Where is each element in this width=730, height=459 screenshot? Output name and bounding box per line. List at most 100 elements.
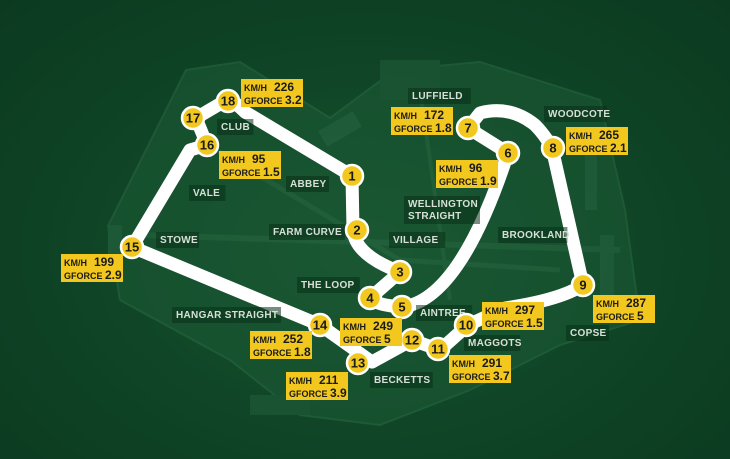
- terrain-block: [318, 111, 362, 147]
- turn-number: 9: [579, 278, 586, 293]
- speed-value: 249: [373, 319, 393, 333]
- label-text: MAGGOTS: [468, 338, 522, 349]
- label-backdrop: [172, 307, 281, 323]
- label-text: COPSE: [570, 328, 607, 339]
- turn-marker-circle: [307, 312, 333, 338]
- turn-marker-6: 6: [495, 140, 521, 166]
- stat-box-bg: [436, 160, 498, 188]
- turn-number: 14: [313, 318, 328, 333]
- label-backdrop: [544, 106, 607, 122]
- gforce-value: 2.1: [610, 141, 627, 155]
- label-text: BROOKLAND: [502, 230, 570, 241]
- label-copse: COPSE: [566, 325, 609, 341]
- turn-number: 4: [366, 291, 374, 306]
- turn-marker-4: 4: [357, 285, 383, 311]
- label-backdrop: [566, 325, 609, 341]
- gforce-label: GFORCE: [289, 389, 328, 399]
- turn-number: 13: [351, 356, 365, 371]
- speed-label: KM/H: [394, 111, 417, 121]
- turn-number: 17: [186, 111, 200, 126]
- turn-marker-17: 17: [180, 105, 206, 131]
- speed-value: 211: [319, 373, 339, 387]
- label-woodcote: WOODCOTE: [544, 106, 610, 122]
- speed-label: KM/H: [485, 306, 508, 316]
- speed-label: KM/H: [343, 322, 366, 332]
- label-village: VILLAGE: [389, 232, 446, 248]
- turn-number: 6: [504, 146, 511, 161]
- turn-number: 10: [459, 318, 473, 333]
- turn-marker-15: 15: [119, 234, 145, 260]
- speed-value: 265: [599, 128, 619, 142]
- speed-label: KM/H: [569, 131, 592, 141]
- gforce-value: 1.5: [263, 165, 280, 179]
- speed-label: KM/H: [596, 299, 619, 309]
- label-text: VILLAGE: [393, 235, 438, 246]
- label-text: LUFFIELD: [412, 91, 463, 102]
- label-text: THE LOOP: [301, 280, 355, 291]
- gforce-value: 3.7: [493, 369, 510, 383]
- turn-marker-circle: [540, 135, 566, 161]
- label-backdrop: [498, 227, 568, 243]
- turn-marker-1: 1: [339, 163, 365, 189]
- gforce-value: 3.9: [330, 386, 347, 400]
- speed-value: 95: [252, 152, 266, 166]
- gforce-label: GFORCE: [343, 335, 382, 345]
- label-luffield: LUFFIELD: [408, 88, 471, 104]
- turn-number: 12: [405, 333, 419, 348]
- gforce-label: GFORCE: [222, 168, 261, 178]
- speed-label: KM/H: [222, 155, 245, 165]
- gforce-value: 3.2: [285, 93, 302, 107]
- turn-number: 1: [348, 169, 355, 184]
- gforce-label: GFORCE: [439, 177, 478, 187]
- turn-marker-3: 3: [387, 259, 413, 285]
- turn-number: 8: [549, 141, 556, 156]
- label-backdrop: [286, 176, 329, 192]
- turn-number: 5: [398, 300, 405, 315]
- gforce-label: GFORCE: [244, 96, 283, 106]
- turn-marker-circle: [345, 350, 371, 376]
- turn-number: 18: [221, 94, 235, 109]
- stat-box-bg: [566, 127, 628, 155]
- label-stowe: STOWE: [156, 232, 199, 248]
- turn-marker-14: 14: [307, 312, 333, 338]
- stat-box-bg: [250, 331, 312, 359]
- turn-number: 7: [464, 121, 471, 136]
- turn-marker-12: 12: [399, 327, 425, 353]
- label-text: STOWE: [160, 235, 198, 246]
- turn-marker-circle: [570, 272, 596, 298]
- speed-label: KM/H: [253, 335, 276, 345]
- label-loop: THE LOOP: [297, 277, 360, 293]
- turn-marker-11: 11: [425, 336, 451, 362]
- gforce-label: GFORCE: [569, 144, 608, 154]
- speed-value: 252: [283, 332, 303, 346]
- gforce-label: GFORCE: [253, 348, 292, 358]
- terrain-block: [585, 140, 597, 210]
- label-text: WOODCOTE: [548, 109, 610, 120]
- turn-number: 16: [200, 138, 214, 153]
- turn-marker-circle: [119, 234, 145, 260]
- label-text: STRAIGHT: [408, 211, 462, 222]
- speed-value: 291: [482, 356, 502, 370]
- turn-marker-16: 16: [194, 132, 220, 158]
- gforce-label: GFORCE: [394, 124, 433, 134]
- stat-box-bg: [449, 355, 511, 383]
- label-text: CLUB: [221, 122, 250, 133]
- gforce-value: 1.5: [526, 316, 543, 330]
- turn-marker-7: 7: [455, 115, 481, 141]
- speed-value: 297: [515, 303, 535, 317]
- stat-box-bg: [219, 151, 281, 179]
- gforce-value: 2.9: [105, 268, 122, 282]
- gforce-value: 5: [637, 309, 644, 323]
- label-text: FARM CURVE: [273, 227, 342, 238]
- stat-box-bg: [391, 107, 453, 135]
- turn-marker-8: 8: [540, 135, 566, 161]
- terrain-road: [139, 232, 621, 253]
